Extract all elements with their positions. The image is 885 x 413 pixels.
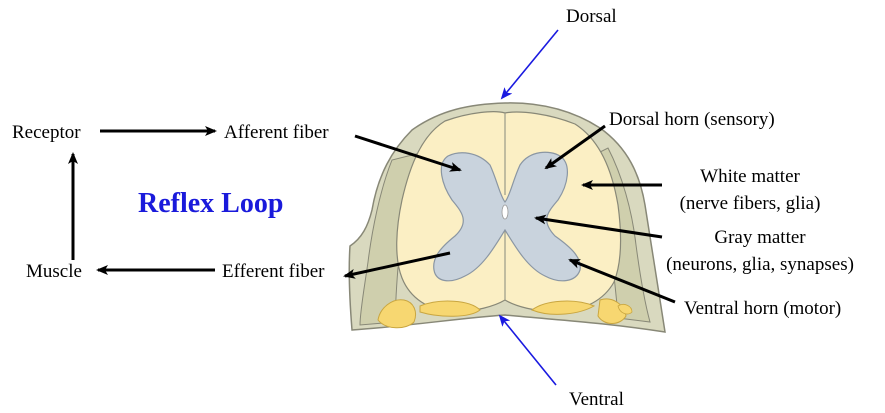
efferent-fiber-label: Efferent fiber bbox=[222, 261, 325, 282]
ganglion-left bbox=[377, 299, 417, 329]
arrow-ventral-horn bbox=[568, 258, 676, 304]
diagram-title: Reflex Loop bbox=[138, 188, 284, 219]
ganglion-right-small bbox=[617, 304, 633, 315]
ventral-label: Ventral bbox=[569, 389, 624, 410]
dorsal-label: Dorsal bbox=[566, 6, 617, 27]
arrow-dorsal bbox=[500, 29, 559, 100]
dorsal-horn-label: Dorsal horn (sensory) bbox=[609, 109, 775, 130]
white-matter-sublabel: (nerve fibers, glia) bbox=[679, 193, 821, 214]
afferent-fiber-label: Afferent fiber bbox=[224, 122, 329, 143]
ganglion-right-inner bbox=[530, 300, 596, 315]
muscle-label: Muscle bbox=[26, 261, 82, 282]
arrow-gray-matter bbox=[534, 214, 663, 239]
white-matter-label: White matter bbox=[700, 166, 800, 187]
ganglion-left-inner bbox=[419, 300, 481, 317]
gray-matter-sublabel: (neurons, glia, synapses) bbox=[666, 254, 854, 275]
arrow-afferent-to-cord bbox=[354, 134, 462, 172]
arrow-ventral bbox=[498, 314, 557, 386]
central-canal bbox=[501, 204, 509, 220]
receptor-label: Receptor bbox=[12, 122, 81, 143]
arrow-dorsal-horn bbox=[544, 124, 606, 170]
arrow-cord-to-efferent bbox=[343, 251, 451, 279]
ventral-horn-label: Ventral horn (motor) bbox=[684, 298, 842, 319]
gray-matter-label: Gray matter bbox=[714, 227, 806, 248]
